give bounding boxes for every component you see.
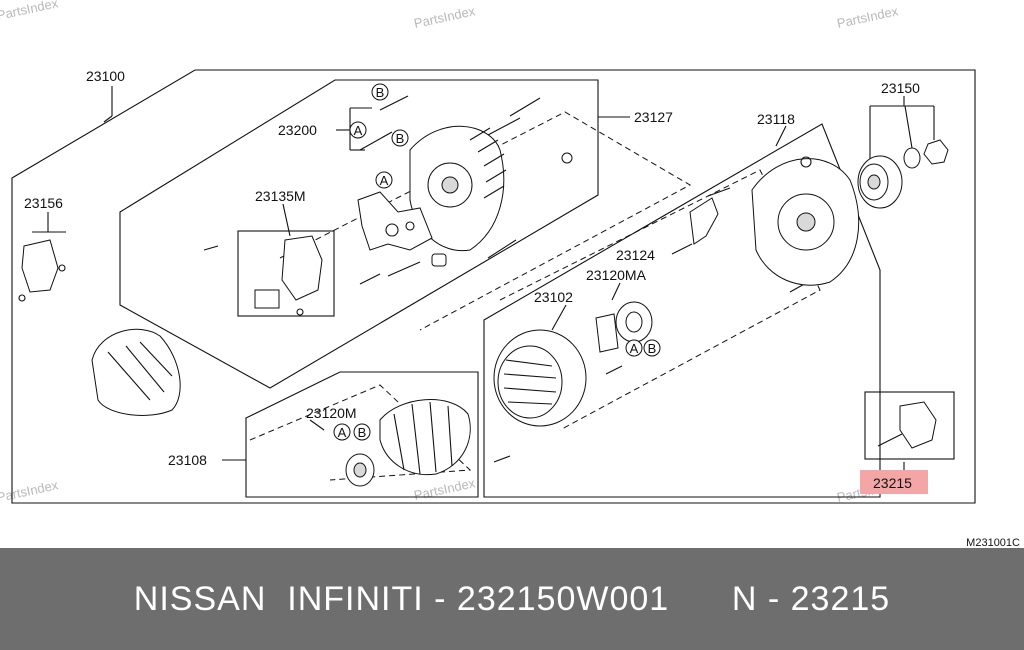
stator-part xyxy=(493,329,587,427)
footer-spacer xyxy=(669,580,732,619)
ref-circle-a-23120ma: A xyxy=(625,339,643,357)
main-assembly-outline xyxy=(11,69,976,504)
label-23150: 23150 xyxy=(881,80,920,96)
rear-cover-part xyxy=(91,328,181,416)
front-housing-part xyxy=(751,156,860,286)
ref-circle-b-top: B xyxy=(371,83,389,101)
regulator-box xyxy=(237,230,335,317)
regulator-part xyxy=(254,235,323,316)
ref-circle-b-23120m: B xyxy=(353,423,371,441)
label-23156: 23156 xyxy=(24,195,63,211)
ref-circle-a-23200: A xyxy=(349,121,367,139)
rear-housing-part xyxy=(409,125,507,252)
watermark-top-left: PartsIndex xyxy=(0,0,60,23)
nut-part xyxy=(561,152,573,164)
label-23215: 23215 xyxy=(873,475,912,491)
rectifier-part xyxy=(357,191,433,251)
label-23124: 23124 xyxy=(616,247,655,263)
label-23200: 23200 xyxy=(278,122,317,138)
label-23127: 23127 xyxy=(634,109,673,125)
ref-circle-b-23120ma: B xyxy=(643,339,661,357)
label-23118: 23118 xyxy=(757,111,795,127)
label-23135m: 23135M xyxy=(255,188,306,204)
label-23100: 23100 xyxy=(86,68,125,84)
alternator-exploded-diagram: PartsIndex PartsIndex PartsIndex PartsIn… xyxy=(0,0,1020,548)
part-23215 xyxy=(877,401,937,449)
front-housing-group-outline xyxy=(483,123,881,498)
pulley-part xyxy=(857,139,949,209)
part-brand-number: NISSAN INFINITI - 232150W001 xyxy=(133,579,670,618)
part-23215-highlight xyxy=(860,470,928,494)
svg-text:A: A xyxy=(380,173,389,188)
watermark-bottom-left: PartsIndex xyxy=(0,477,60,505)
svg-text:B: B xyxy=(358,425,367,440)
part-23215-box xyxy=(864,391,955,460)
watermark-bottom-center: PartsIndex xyxy=(413,475,477,503)
rotor-part xyxy=(345,399,471,487)
rear-housing-group-outline xyxy=(119,79,599,389)
svg-text:B: B xyxy=(396,131,405,146)
label-23108: 23108 xyxy=(168,452,207,468)
label-23102: 23102 xyxy=(534,289,573,305)
part-diagram-ref: N - 23215 xyxy=(731,579,891,618)
label-23120m: 23120M xyxy=(306,405,357,421)
svg-text:B: B xyxy=(648,341,657,356)
ref-circle-b-23200: B xyxy=(391,129,409,147)
rotor-box xyxy=(245,371,479,498)
watermark-top-center: PartsIndex xyxy=(413,3,477,31)
terminal-part xyxy=(18,239,66,302)
part-info-banner: NISSAN INFINITI - 232150W001 N - 23215 xyxy=(0,548,1024,650)
svg-text:A: A xyxy=(338,425,347,440)
watermark-top-right: PartsIndex xyxy=(836,3,900,31)
diagram-code: M231001C xyxy=(966,537,1020,548)
bushing-part xyxy=(431,253,447,267)
svg-text:A: A xyxy=(630,341,639,356)
svg-text:B: B xyxy=(376,85,385,100)
svg-text:A: A xyxy=(354,123,363,138)
brush-holder-part xyxy=(689,197,719,245)
front-housing-dash xyxy=(499,169,821,431)
ref-circle-a-23120m: A xyxy=(333,423,351,441)
front-bearing-part xyxy=(595,301,653,353)
label-23120ma: 23120MA xyxy=(586,267,647,283)
leader-lines xyxy=(32,86,935,470)
ref-circle-a-housing: A xyxy=(375,171,393,189)
